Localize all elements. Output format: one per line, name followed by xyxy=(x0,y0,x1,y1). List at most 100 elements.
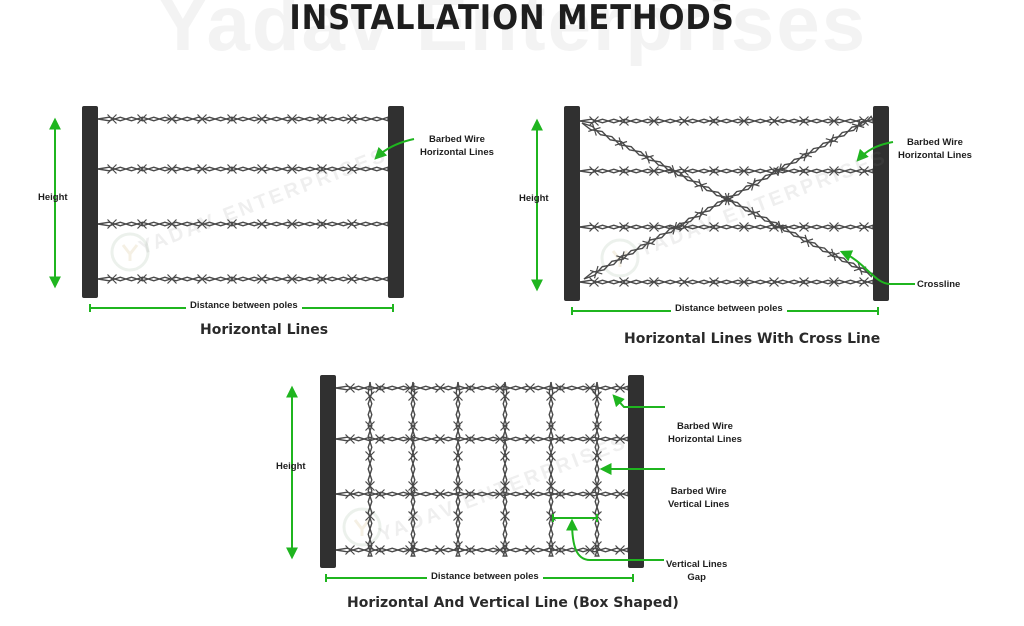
barb xyxy=(197,164,207,174)
horizontal-wire-3-0 xyxy=(335,383,629,393)
wire-strand xyxy=(594,381,600,557)
barb xyxy=(546,481,556,491)
barb xyxy=(345,383,355,393)
watermark-y xyxy=(121,244,139,261)
vertical-wire-0 xyxy=(365,381,375,557)
barb xyxy=(747,206,761,220)
distance-label-2: Distance between poles xyxy=(671,303,787,314)
horizontal-callout-3: Barbed Wire Horizontal Lines xyxy=(668,420,742,446)
barb xyxy=(465,545,475,555)
barb xyxy=(435,489,445,499)
barb xyxy=(408,421,418,431)
callout-arrow-horizontal-3 xyxy=(612,394,665,408)
barb xyxy=(167,164,177,174)
barb xyxy=(859,222,869,232)
caption-box-shaped: Horizontal And Vertical Line (Box Shaped… xyxy=(347,595,679,611)
watermark-ring xyxy=(600,238,640,278)
barb xyxy=(739,222,749,232)
barb xyxy=(709,166,719,176)
barb xyxy=(585,434,595,444)
watermark-ring xyxy=(110,232,150,272)
brand-watermark: Yadav Enterprises xyxy=(156,0,868,67)
barb xyxy=(555,383,565,393)
barb xyxy=(453,481,463,491)
barb xyxy=(616,251,629,264)
barb xyxy=(829,166,839,176)
barb xyxy=(694,207,708,220)
barb xyxy=(375,489,385,499)
barb xyxy=(500,391,510,401)
barb xyxy=(465,383,475,393)
barb xyxy=(679,277,689,287)
barb xyxy=(555,489,565,499)
barb xyxy=(453,391,463,401)
barb xyxy=(592,451,602,461)
barb xyxy=(649,116,659,126)
pole-right-3 xyxy=(628,375,644,568)
barb xyxy=(287,114,297,124)
barb xyxy=(799,222,809,232)
barb xyxy=(107,274,117,284)
watermark-logo-1 xyxy=(110,232,150,272)
crossline-callout: Crossline xyxy=(917,279,961,290)
barb xyxy=(408,481,418,491)
watermark-ring xyxy=(342,507,382,547)
vertical-wire-2 xyxy=(453,381,463,557)
callout-text: Barbed Wire Horizontal Lines xyxy=(668,421,742,445)
barb xyxy=(546,391,556,401)
barb xyxy=(829,116,839,126)
barb xyxy=(799,166,809,176)
cross-wire-b xyxy=(583,115,874,280)
barb xyxy=(800,234,814,248)
pole-right-1 xyxy=(388,106,404,298)
barb xyxy=(137,219,147,229)
barb xyxy=(546,421,556,431)
horizontal-wire-2-3 xyxy=(579,277,874,287)
gap-dimension xyxy=(552,514,598,522)
barb xyxy=(345,434,355,444)
wire-strand xyxy=(410,381,416,557)
barb xyxy=(709,116,719,126)
barb xyxy=(287,219,297,229)
barb xyxy=(641,151,654,164)
horizontal-callout-1: Barbed Wire Horizontal Lines xyxy=(420,133,494,159)
barb xyxy=(465,434,475,444)
barb xyxy=(167,114,177,124)
callout-text: Vertical Lines Gap xyxy=(666,559,728,583)
barb xyxy=(769,116,779,126)
barb xyxy=(851,119,865,133)
barb xyxy=(739,277,749,287)
barb xyxy=(435,434,445,444)
barb xyxy=(500,421,510,431)
barb xyxy=(589,277,599,287)
callout-arrow-cross xyxy=(839,250,915,285)
callout-arrow-horizontal-1 xyxy=(374,138,415,160)
barb xyxy=(525,383,535,393)
barb xyxy=(585,489,595,499)
barb xyxy=(589,116,599,126)
barb xyxy=(555,434,565,444)
barb xyxy=(615,434,625,444)
wire-strand xyxy=(583,117,874,280)
barb xyxy=(747,178,760,191)
horizontal-wire-3-1 xyxy=(335,434,629,444)
barb xyxy=(619,222,629,232)
barb xyxy=(257,164,267,174)
barb xyxy=(405,545,415,555)
barb xyxy=(375,545,385,555)
horizontal-wire-1-3 xyxy=(97,274,389,284)
barb xyxy=(287,164,297,174)
barb xyxy=(257,274,267,284)
wire-strand xyxy=(335,436,629,442)
barb xyxy=(500,481,510,491)
barb xyxy=(107,219,117,229)
barb xyxy=(167,219,177,229)
horizontal-wire-2-2 xyxy=(579,222,874,232)
barb xyxy=(859,277,869,287)
barb xyxy=(592,541,602,551)
barb xyxy=(589,166,599,176)
barb xyxy=(227,114,237,124)
wire-strand xyxy=(502,381,508,557)
barb xyxy=(408,511,418,521)
